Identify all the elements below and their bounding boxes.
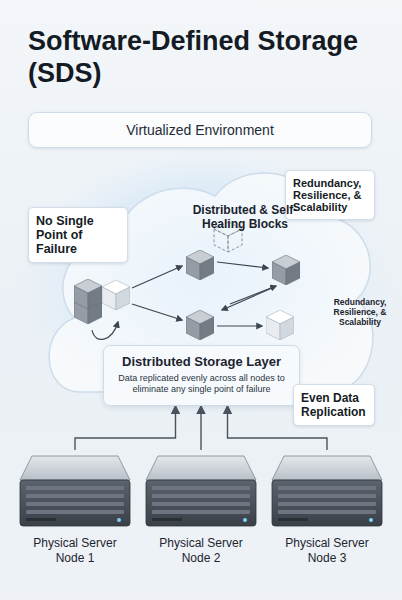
node-body: Data replicated evenly across all nodes … xyxy=(112,373,291,396)
storage-layer-box: Distributed Storage LayerData replicated… xyxy=(103,345,300,406)
node-heading: Redundancy, Resilience, & Scalability xyxy=(293,177,367,213)
callout-box: Redundancy, Resilience, & Scalability xyxy=(285,170,375,220)
small-note: Redundancy, Resilience, & Scalability xyxy=(326,297,394,328)
node-heading: Virtualized Environment xyxy=(37,122,363,138)
server-node: Physical Server Node 1 xyxy=(18,450,132,566)
node-heading: Even Data Replication xyxy=(301,391,367,419)
node-heading: No Single Point of Failure xyxy=(36,214,120,256)
callout-box: Even Data Replication xyxy=(293,384,375,426)
connector xyxy=(75,406,176,451)
server-node: Physical Server Node 3 xyxy=(270,450,384,566)
server-icon xyxy=(144,450,258,530)
server-icon xyxy=(18,450,132,530)
callout-box: No Single Point of Failure xyxy=(28,207,128,263)
block-label: Distributed & Self-Healing Blocks xyxy=(185,203,305,232)
environment-band: Virtualized Environment xyxy=(28,112,372,148)
server-node: Physical Server Node 2 xyxy=(144,450,258,566)
node-heading: Physical Server Node 2 xyxy=(151,536,251,566)
server-icon xyxy=(270,450,384,530)
node-heading: Distributed Storage Layer xyxy=(112,354,291,369)
connector xyxy=(200,406,201,451)
node-heading: Physical Server Node 3 xyxy=(277,536,377,566)
node-heading: Physical Server Node 1 xyxy=(25,536,125,566)
diagram-title: Software-Defined Storage (SDS) xyxy=(28,26,388,90)
